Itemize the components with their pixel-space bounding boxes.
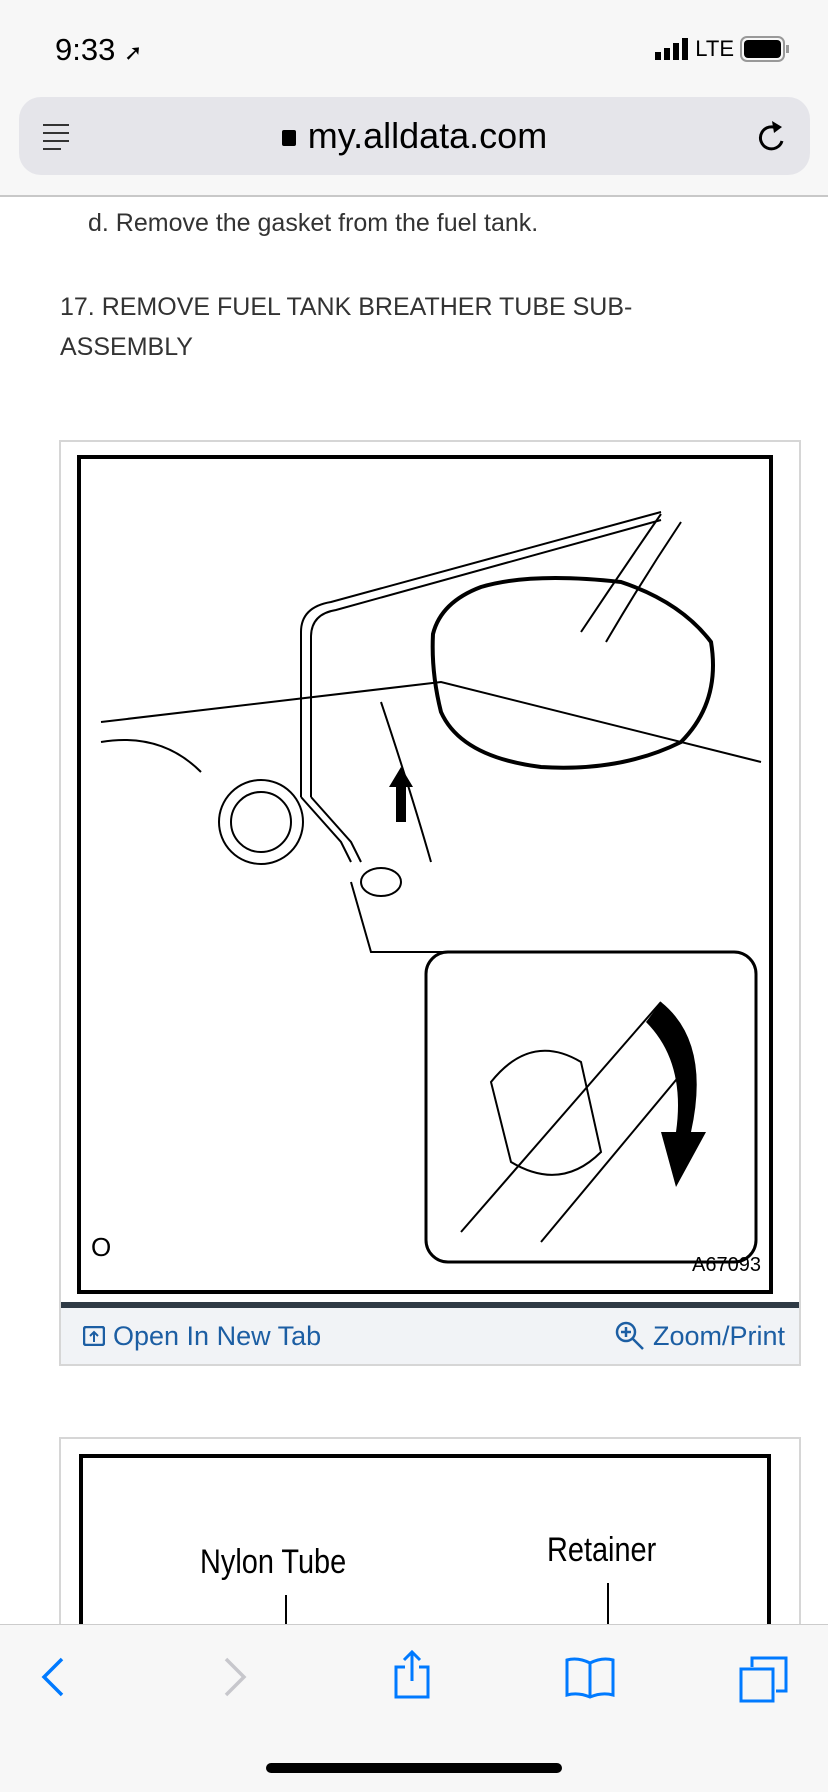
section-heading: 17. REMOVE FUEL TANK BREATHER TUBE SUB-A… [60,293,633,361]
figure-card: O A67093 Open In New Tab Zoom/Print [59,440,801,1366]
back-icon[interactable] [38,1655,68,1699]
zoom-in-icon [615,1321,644,1350]
zoom-print-label: Zoom/Print [652,1320,785,1351]
reload-icon[interactable] [756,119,788,155]
figure-card-2: Nylon Tube Retainer [59,1437,801,1654]
figure-corner-label: O [91,1232,112,1262]
lock-icon [281,130,296,146]
figure-divider [61,1302,799,1308]
open-new-tab-link[interactable]: Open In New Tab [83,1321,321,1352]
bookmarks-icon[interactable] [564,1655,616,1699]
address-bar[interactable]: my.alldata.com [19,97,810,175]
leader-line [607,1583,609,1633]
home-indicator[interactable] [266,1763,562,1773]
status-indicators: LTE [655,36,790,62]
diagram-fuel-tank-breather[interactable] [61,442,799,1302]
zoom-print-link[interactable]: Zoom/Print [615,1321,785,1352]
battery-icon [740,36,789,62]
browser-header: 9:33 ➚ LTE my.alldata.com [0,0,828,197]
reader-icon[interactable] [41,122,71,152]
figure-actions: Open In New Tab Zoom/Print [61,1308,799,1364]
figure-id: A67093 [692,1254,761,1276]
location-icon: ➚ [123,40,143,65]
signal-icon [655,38,689,60]
open-tab-icon [83,1326,105,1346]
status-time: 9:33 ➚ [55,32,142,68]
nylon-tube-label: Nylon Tube [200,1543,347,1581]
forward-icon[interactable] [220,1655,250,1699]
leader-line [285,1595,287,1635]
network-label: LTE [695,36,734,61]
share-icon[interactable] [392,1649,432,1699]
retainer-label: Retainer [547,1531,657,1569]
url-text[interactable]: my.alldata.com [307,115,548,156]
tabs-icon[interactable] [738,1655,790,1703]
open-tab-label: Open In New Tab [113,1320,322,1351]
time-text: 9:33 [55,32,116,67]
step-text: d. Remove the gasket from the fuel tank. [88,209,539,237]
